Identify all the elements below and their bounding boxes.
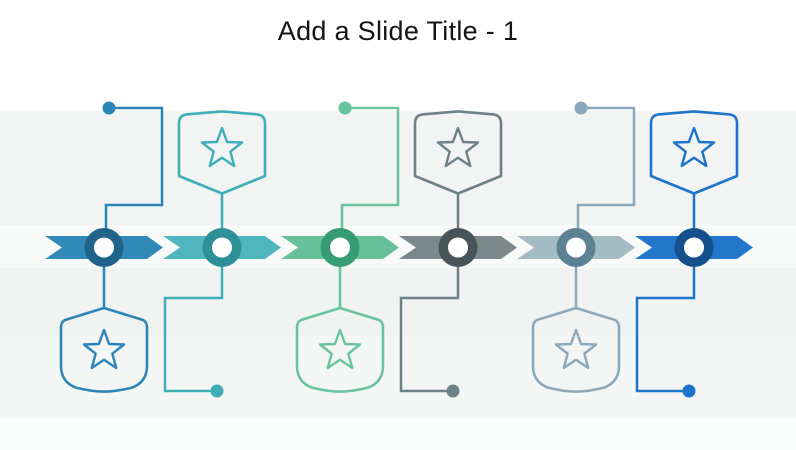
connector-endpoint-dot[interactable] bbox=[210, 384, 224, 398]
star-icon bbox=[436, 126, 480, 168]
node-center bbox=[448, 237, 468, 258]
milestone-2[interactable] bbox=[163, 110, 281, 398]
milestone-4[interactable] bbox=[399, 110, 517, 398]
milestone-3[interactable] bbox=[281, 101, 400, 393]
node-center bbox=[212, 237, 232, 258]
badge-shield[interactable] bbox=[177, 110, 267, 195]
connector-endpoint-dot[interactable] bbox=[682, 384, 696, 398]
star-icon bbox=[318, 328, 362, 370]
badge-shield[interactable] bbox=[531, 306, 621, 393]
node-center bbox=[684, 237, 704, 258]
connector-elbow[interactable] bbox=[340, 106, 400, 229]
star-icon bbox=[200, 126, 244, 168]
milestone-5[interactable] bbox=[517, 101, 636, 393]
connector-elbow[interactable] bbox=[635, 266, 696, 393]
badge-shield[interactable] bbox=[295, 306, 385, 393]
connector-elbow[interactable] bbox=[399, 266, 460, 393]
connector-elbow[interactable] bbox=[104, 106, 164, 229]
badge-shield[interactable] bbox=[413, 110, 503, 195]
milestone-6[interactable] bbox=[635, 110, 753, 398]
connector-elbow[interactable] bbox=[163, 266, 224, 393]
node-center bbox=[94, 237, 114, 258]
star-icon bbox=[554, 328, 598, 370]
node-center bbox=[330, 237, 350, 258]
connector-endpoint-dot[interactable] bbox=[574, 101, 588, 115]
node-center bbox=[566, 237, 586, 258]
star-icon bbox=[672, 126, 716, 168]
badge-shield[interactable] bbox=[649, 110, 739, 195]
connector-endpoint-dot[interactable] bbox=[446, 384, 460, 398]
badge-shield[interactable] bbox=[59, 306, 149, 393]
connector-endpoint-dot[interactable] bbox=[338, 101, 352, 115]
slide-title[interactable]: Add a Slide Title - 1 bbox=[277, 16, 519, 46]
connector-endpoint-dot[interactable] bbox=[102, 101, 116, 115]
star-icon bbox=[82, 328, 126, 370]
connector-elbow[interactable] bbox=[576, 106, 636, 229]
milestone-1[interactable] bbox=[45, 101, 164, 393]
